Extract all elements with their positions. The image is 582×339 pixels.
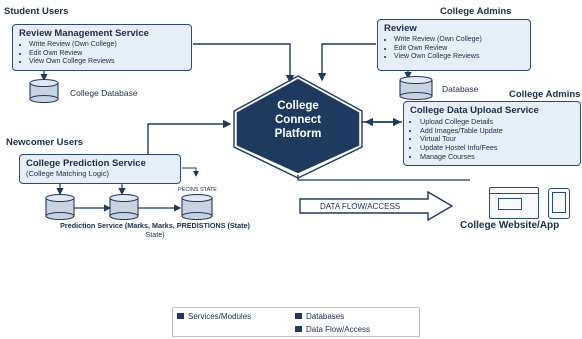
phone-icon	[548, 188, 570, 219]
platform-line-2: Connect	[275, 114, 321, 126]
upload-service-title: College Data Upload Service	[410, 105, 539, 116]
databases-swatch	[295, 313, 302, 319]
admin-database-icon	[399, 75, 433, 101]
prediction-database-3-icon	[181, 193, 213, 221]
college-database-label: College Database	[70, 88, 138, 98]
monitor-icon	[489, 187, 539, 219]
list-item: View Own College Reviews	[394, 53, 524, 62]
student-users-heading: Student Users	[4, 6, 69, 17]
legend-flow-label: Data Flow/Access	[306, 325, 371, 334]
arrow-admin-review-to-platform	[317, 43, 376, 82]
review-management-items: Write Review (Own College) Edit Own Revi…	[19, 41, 185, 67]
prediction-caption-line-1: Prediction Service (Marks, Marks, PREDIS…	[60, 221, 250, 230]
list-item: Add Images/Table Update	[420, 126, 574, 136]
prediction-caption: Prediction Service (Marks, Marks, PREDIS…	[30, 221, 280, 239]
prediction-caption-line-2: State)	[145, 229, 165, 239]
prediction-database-2-icon	[109, 193, 139, 221]
flow-swatch	[295, 326, 302, 332]
newcomer-users-heading: Newcomer Users	[6, 137, 84, 148]
list-item: Edit Own Review	[394, 45, 524, 54]
arrow-review-to-platform	[193, 43, 295, 84]
platform-line-3: Platform	[274, 128, 322, 140]
list-item: Write Review (Own College)	[29, 41, 185, 50]
list-item: View Own College Reviews	[29, 58, 185, 67]
prediction-service-subtitle: (College Matching Logic)	[26, 169, 109, 178]
arrow-prediction-to-platform	[147, 119, 232, 155]
college-website-app-label: College Website/App	[460, 220, 560, 231]
legend-databases-label: Databases	[306, 312, 345, 321]
list-item: Manage Courses	[420, 152, 574, 162]
platform-hexagon	[235, 77, 361, 175]
legend-databases: Databases	[295, 312, 344, 321]
data-flow-arrow	[299, 190, 454, 222]
database-label: Database	[442, 84, 479, 94]
admin-review-title: Review	[384, 23, 417, 34]
review-management-service-box[interactable]: Review Management Service Write Review (…	[12, 24, 192, 71]
list-item: Write Review (Own College)	[394, 36, 524, 45]
line-platform-to-flow	[297, 165, 470, 181]
list-item: Edit Own Review	[29, 50, 185, 59]
services-swatch	[177, 313, 184, 319]
prediction-state-label: PECINS STATE	[178, 187, 217, 193]
list-item: Virtual Tour	[420, 135, 574, 144]
admin-review-items: Write Review (Own College) Edit Own Revi…	[384, 36, 524, 62]
legend-services: Services/Modules	[177, 312, 251, 321]
college-prediction-service-box[interactable]: College Prediction Service (College Matc…	[19, 154, 181, 184]
platform-label: College Connect Platform	[250, 99, 346, 141]
prediction-service-title: College Prediction Service	[26, 158, 146, 169]
legend: Services/Modules Databases Data Flow/Acc…	[172, 307, 420, 337]
legend-services-label: Services/Modules	[188, 312, 252, 321]
college-admins-heading-top: College Admins	[440, 6, 512, 17]
college-data-upload-service-box[interactable]: College Data Upload Service Upload Colle…	[403, 101, 581, 166]
admin-review-box[interactable]: Review Write Review (Own College) Edit O…	[377, 19, 531, 71]
legend-flow: Data Flow/Access	[295, 325, 370, 334]
review-management-title: Review Management Service	[19, 28, 149, 39]
platform-line-1: College	[277, 100, 319, 112]
college-database-icon	[29, 78, 59, 104]
data-flow-label: DATA FLOW/ACCESS	[320, 202, 401, 211]
prediction-database-1-icon	[45, 193, 75, 221]
list-item: Update Hostel Info/Fees	[420, 143, 574, 153]
upload-service-items: Upload College Details Add Images/Table …	[410, 117, 574, 162]
arrow-prediction-to-state	[182, 167, 199, 177]
college-admins-heading-mid: College Admins	[509, 89, 581, 100]
list-item: Upload College Details	[420, 117, 574, 127]
